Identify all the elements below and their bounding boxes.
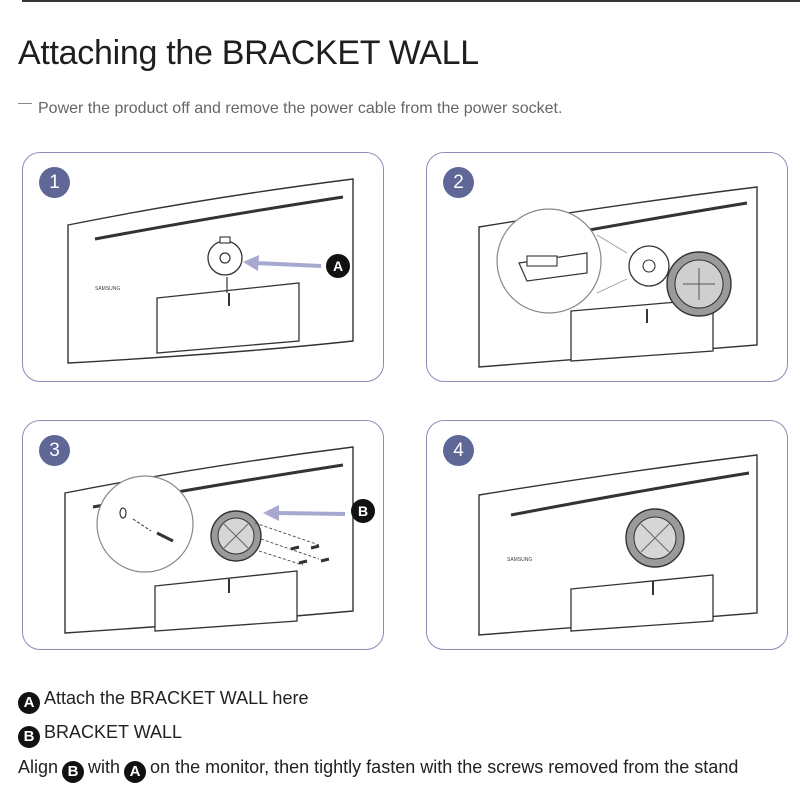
- step-number-3: 3: [39, 435, 70, 466]
- zoom-inset: [96, 475, 194, 573]
- badge-b: B: [18, 726, 40, 748]
- align-mid: with: [88, 757, 121, 777]
- note-text: Power the product off and remove the pow…: [38, 100, 563, 117]
- stand-cover: [570, 574, 714, 632]
- samsung-logo: SAMSUNG: [95, 286, 120, 292]
- arrow-to-a: [254, 261, 322, 268]
- stand-cover: [154, 570, 298, 632]
- step-3-illustration: B: [64, 446, 375, 634]
- badge-a: A: [18, 692, 40, 714]
- step-1-panel: SAMSUNG A 1: [22, 152, 384, 382]
- stand-cover: [570, 298, 714, 362]
- step-4-illustration: SAMSUNG: [478, 454, 758, 636]
- callout-a-label: A: [333, 258, 343, 274]
- top-rule: [22, 0, 800, 2]
- note-dash: [18, 103, 32, 104]
- step-number-2: 2: [443, 167, 474, 198]
- page-title: Attaching the BRACKET WALL: [18, 34, 479, 72]
- stand-cover: [156, 282, 300, 354]
- legend-b-text: BRACKET WALL: [44, 722, 183, 742]
- align-prefix: Align: [18, 757, 59, 777]
- step-2-illustration: [478, 186, 758, 368]
- callout-b-label: B: [358, 503, 368, 519]
- arrow-to-b: [276, 511, 346, 516]
- step-3-panel: B 3: [22, 420, 384, 650]
- align-badge-b: B: [62, 761, 85, 783]
- monitor-rim: [510, 471, 750, 517]
- align-badge-a: A: [124, 761, 147, 783]
- step-4-panel: SAMSUNG 4: [426, 420, 788, 650]
- step-1-illustration: SAMSUNG A: [67, 178, 354, 364]
- step-number-4: 4: [443, 435, 474, 466]
- align-suffix: on the monitor, then tightly fasten with…: [150, 757, 739, 777]
- legend-a-text: Attach the BRACKET WALL here: [44, 688, 309, 708]
- note: Power the product off and remove the pow…: [18, 100, 562, 118]
- monitor-rim: [94, 195, 344, 241]
- step-2-panel: 2: [426, 152, 788, 382]
- samsung-logo: SAMSUNG: [507, 557, 532, 563]
- step-number-1: 1: [39, 167, 70, 198]
